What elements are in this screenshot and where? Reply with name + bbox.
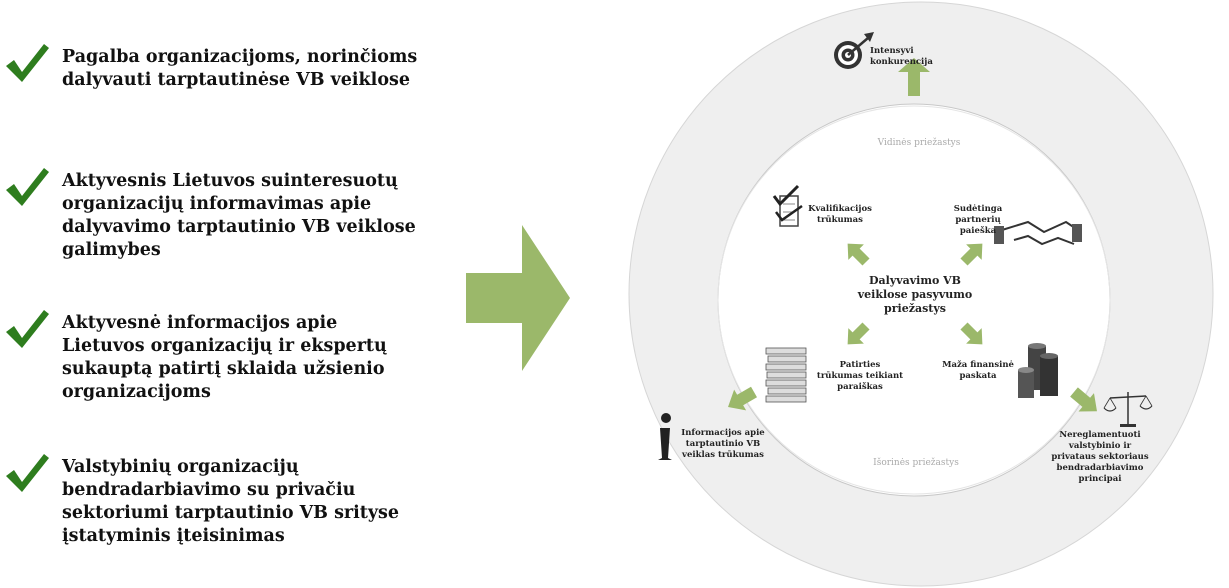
list-item-text: Pagalba organizacijoms, norinčioms dalyv… — [62, 47, 418, 90]
arrow-to-information — [728, 386, 757, 411]
diagram-background — [628, 1, 1214, 587]
label-qualification: Kvalifikacijos trūkumas — [808, 204, 872, 225]
inner-border — [717, 105, 1111, 495]
list-item-text: Aktyvesnis Lietuvos suinteresuotų organi… — [62, 171, 416, 260]
coins-icon — [1018, 343, 1058, 398]
handshake-icon — [994, 220, 1082, 246]
label-partnership: Sudėtinga partnerių paieška — [953, 204, 1003, 236]
label-competition: Intensyvi konkurencija — [870, 46, 933, 67]
arrow-to-partnership — [960, 243, 983, 266]
list-item: Aktyvesnis Lietuvos suinteresuotų organi… — [0, 164, 422, 262]
benefits-list: Pagalba organizacijoms, norinčioms dalyv… — [0, 0, 430, 588]
label-regulation: Nereglamentuoti valstybinio ir privataus… — [1051, 430, 1149, 484]
big-right-arrow-icon — [466, 225, 570, 371]
list-item-text: Aktyvesnė informacijos apie Lietuvos org… — [62, 313, 387, 402]
inner-zone-label: Vidinės priežastys — [877, 138, 961, 148]
checklist-icon — [772, 184, 803, 227]
list-item: Aktyvesnė informacijos apie Lietuvos org… — [0, 306, 422, 404]
causes-diagram: Intensyvi konkurencija Vidinės priežasty… — [608, 0, 1229, 588]
paper-stack-icon — [765, 347, 807, 403]
label-information: Informacijos apie tarptautinio VB veikla… — [681, 428, 765, 460]
list-item: Valstybinių organizacijų bendradarbiavim… — [0, 450, 422, 548]
arrow-to-financial — [960, 322, 983, 345]
arrow-to-regulation — [1070, 387, 1097, 412]
outer-zone-label: Išorinės priežastys — [873, 458, 959, 468]
checkmark-icon — [6, 454, 49, 492]
scales-icon — [1103, 392, 1153, 427]
checkmark-icon — [6, 44, 49, 82]
list-item-text: Valstybinių organizacijų bendradarbiavim… — [62, 457, 400, 546]
list-item: Pagalba organizacijoms, norinčioms dalyv… — [0, 40, 422, 92]
target-icon — [834, 32, 874, 69]
checkmark-icon — [6, 168, 49, 206]
info-icon — [658, 413, 672, 460]
arrow-to-experience — [847, 322, 870, 345]
label-experience: Patirties trūkumas teikiant paraiškas — [816, 360, 904, 392]
center-label: Dalyvavimo VB veiklose pasyvumo priežast… — [857, 274, 973, 315]
label-financial: Maža finansinė paskata — [942, 360, 1014, 381]
arrow-up-competition — [898, 58, 930, 96]
checkmark-icon — [6, 310, 49, 348]
arrow-to-qualification — [847, 243, 870, 266]
